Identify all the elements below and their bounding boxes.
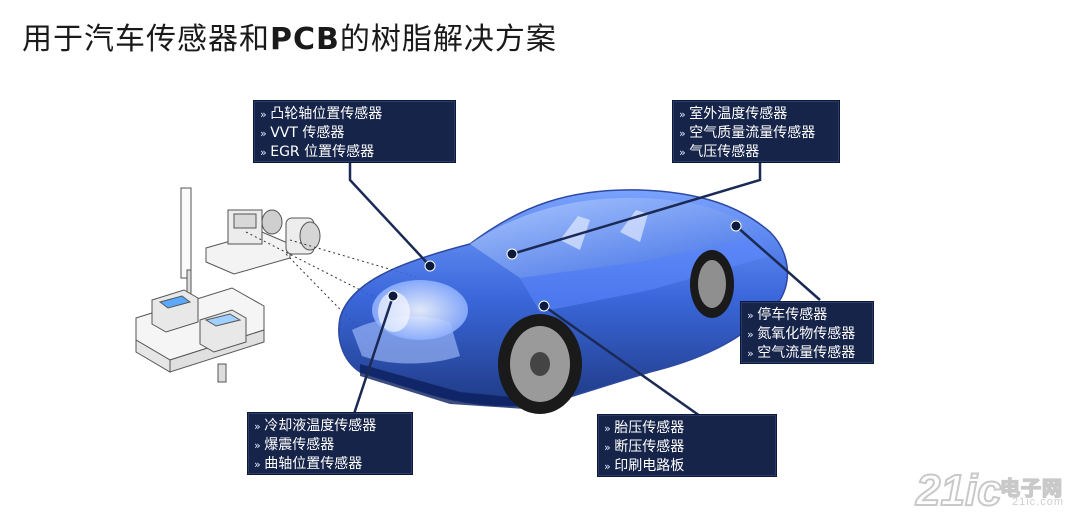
watermark-chinese: 电子网 bbox=[999, 477, 1063, 501]
projection-lines bbox=[245, 231, 421, 343]
camshaft-sensor-box: 凸轮轴位置传感器 VVT 传感器 EGR 位置传感器 bbox=[253, 100, 456, 163]
watermark-number: 21ic bbox=[915, 465, 1003, 516]
watermark-site: 21ic.com bbox=[1012, 496, 1065, 508]
box-item: 爆震传感器 bbox=[254, 436, 402, 455]
box-item: EGR 位置传感器 bbox=[260, 143, 445, 162]
box-item: VVT 传感器 bbox=[260, 124, 445, 143]
title-tail: 的树脂解决方案 bbox=[339, 22, 557, 57]
box-item: 空气流量传感器 bbox=[747, 344, 863, 363]
page-title: 用于汽车传感器和PCB的树脂解决方案 bbox=[22, 14, 557, 58]
sensor-mount-sketch bbox=[135, 187, 321, 383]
parking-sensor-box: 停车传感器 氮氧化物传感器 空气流量传感器 bbox=[740, 301, 874, 364]
title-bold: PCB bbox=[270, 22, 340, 57]
title-text: 用于汽车传感器和 bbox=[22, 22, 270, 57]
box-item: 氮氧化物传感器 bbox=[747, 325, 863, 344]
coolant-sensor-box: 冷却液温度传感器 爆震传感器 曲轴位置传感器 bbox=[247, 412, 413, 475]
box-item: 空气质量流量传感器 bbox=[679, 124, 829, 143]
leader-lines bbox=[348, 162, 821, 421]
box-item: 凸轮轴位置传感器 bbox=[260, 105, 445, 124]
box-item: 停车传感器 bbox=[747, 306, 863, 325]
box-item: 印刷电路板 bbox=[604, 457, 766, 476]
wheels bbox=[498, 250, 734, 414]
box-item: 断压传感器 bbox=[604, 438, 766, 457]
box-item: 胎压传感器 bbox=[604, 419, 766, 438]
box-item: 冷却液温度传感器 bbox=[254, 417, 402, 436]
box-item: 室外温度传感器 bbox=[679, 105, 829, 124]
sensor-points bbox=[387, 220, 742, 312]
tire-pressure-box: 胎压传感器 断压传感器 印刷电路板 bbox=[597, 414, 777, 477]
box-item: 气压传感器 bbox=[679, 143, 829, 162]
watermark-logo: 21ic 电子网 21ic.com bbox=[915, 465, 1063, 516]
box-item: 曲轴位置传感器 bbox=[254, 455, 402, 474]
outdoor-sensor-box: 室外温度传感器 空气质量流量传感器 气压传感器 bbox=[672, 100, 840, 163]
